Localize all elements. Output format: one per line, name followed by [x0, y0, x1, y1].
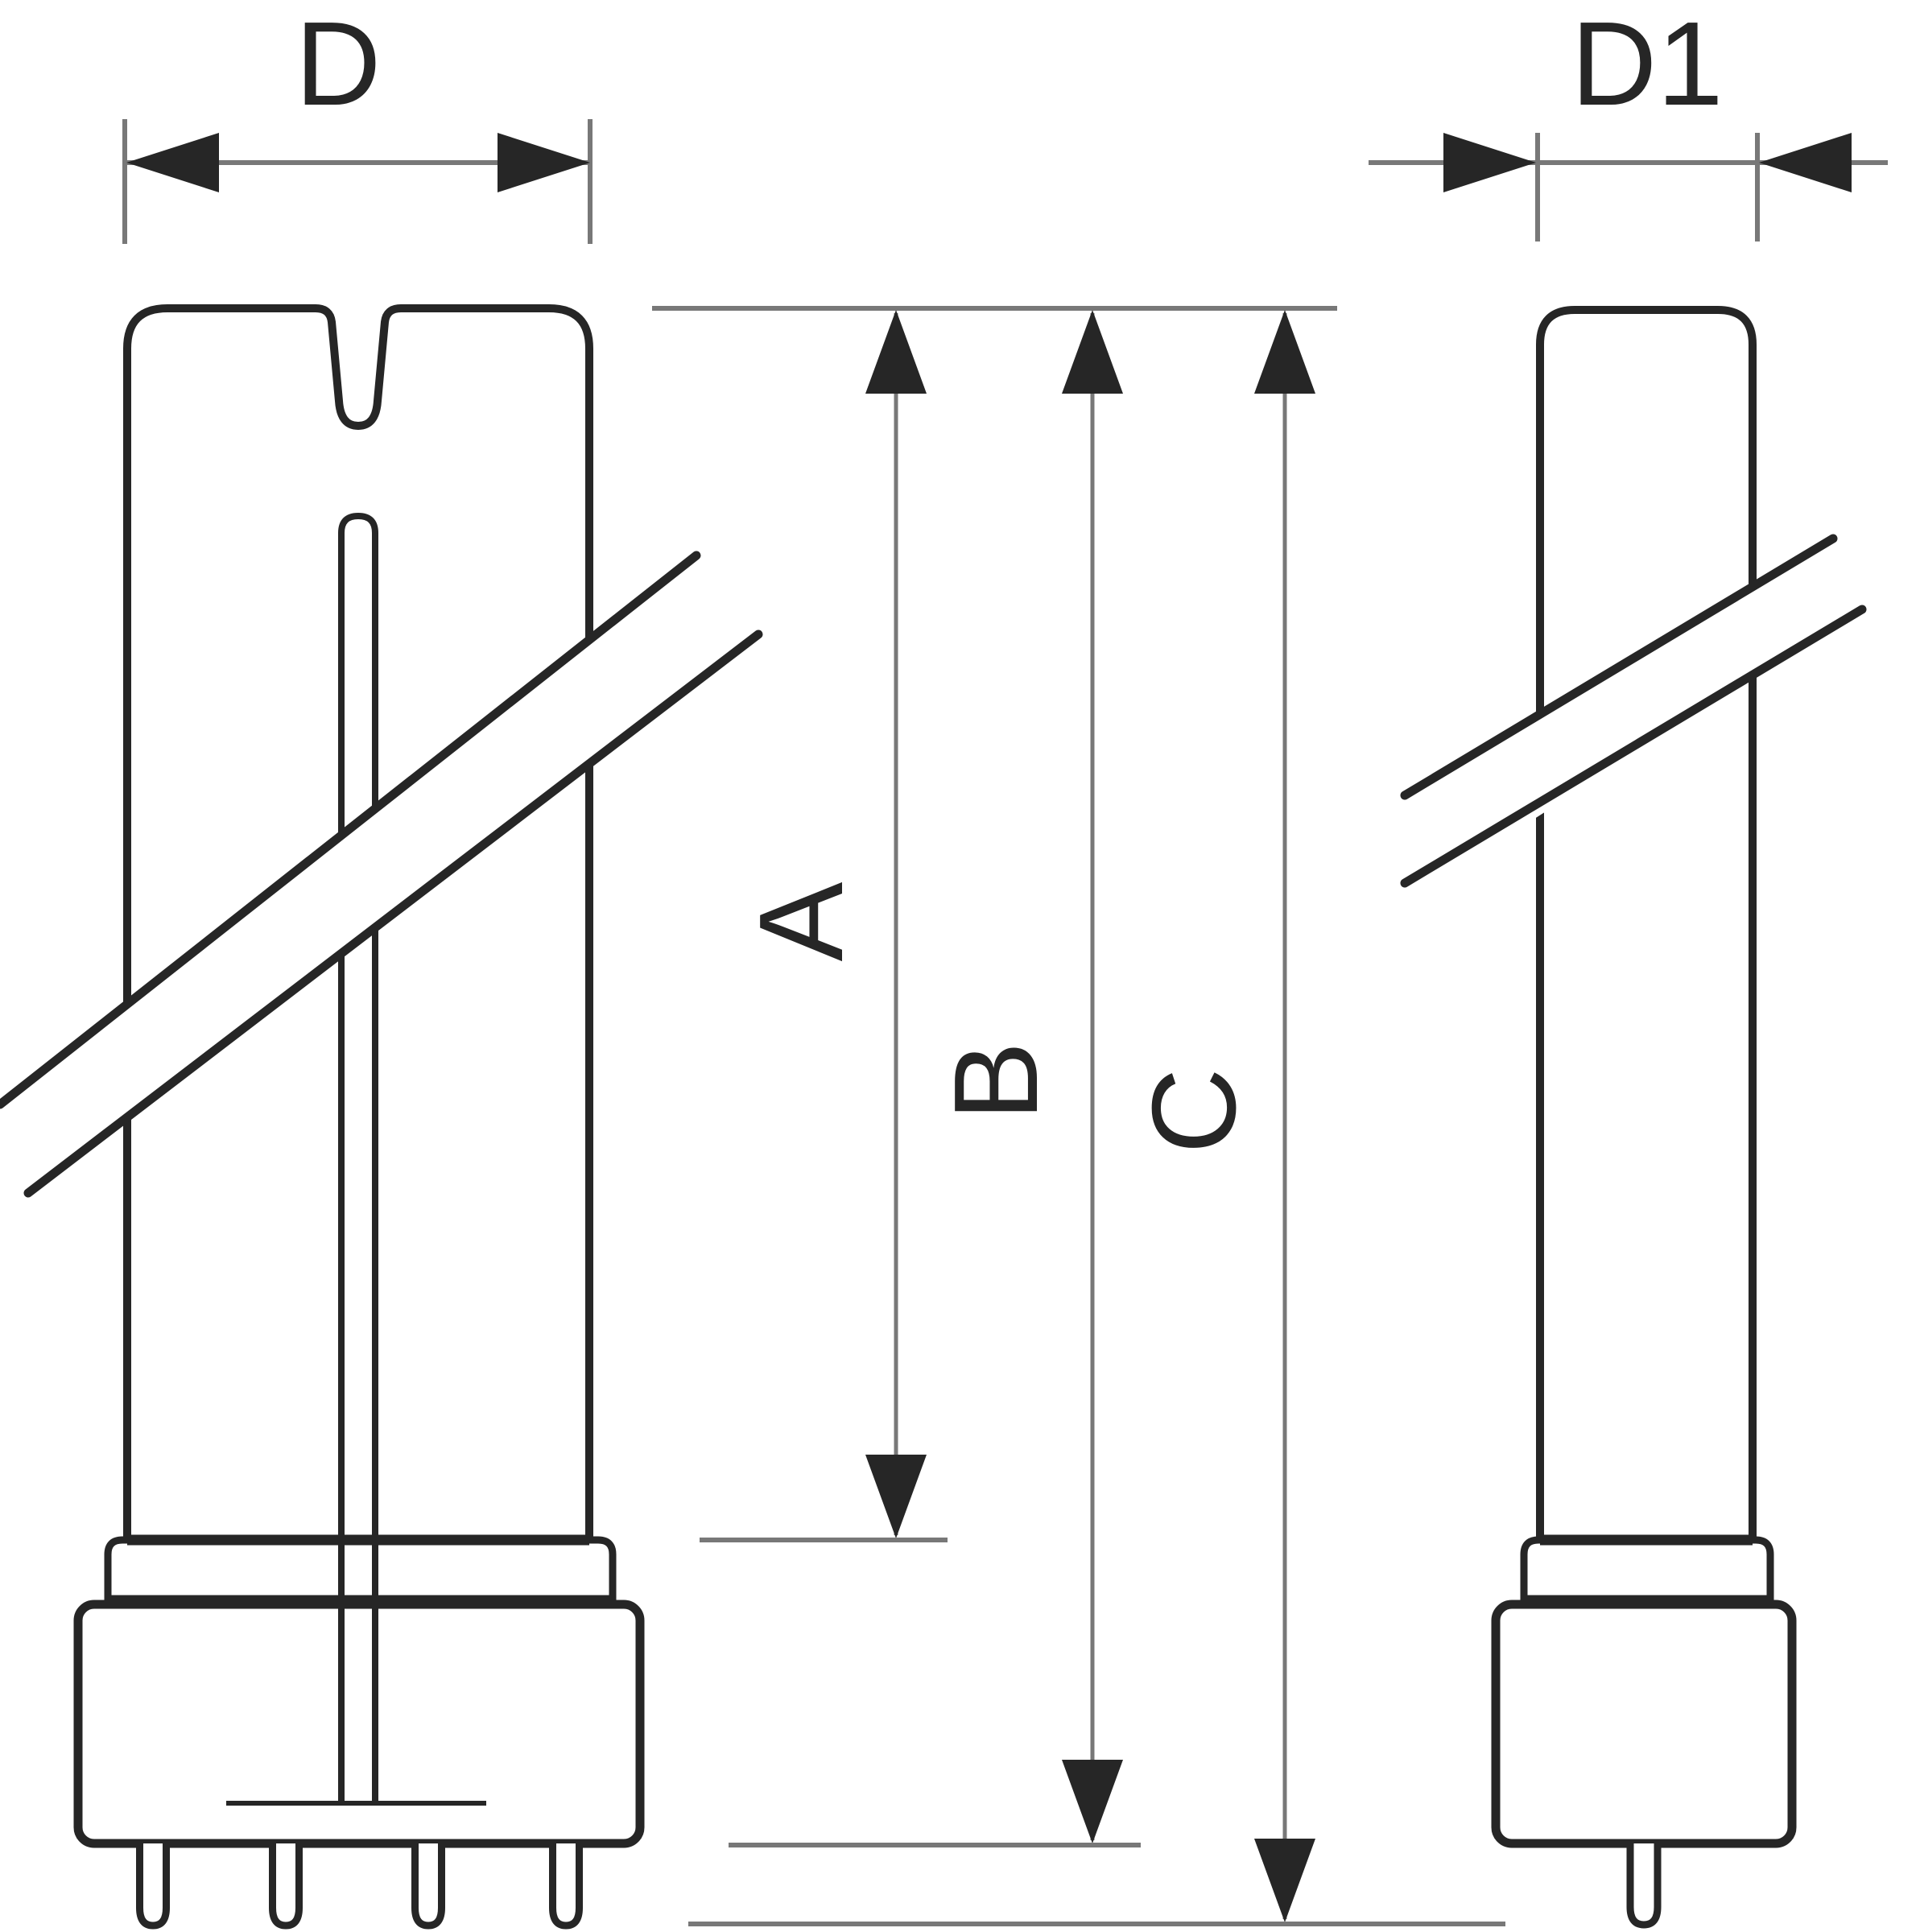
dimension-label: D1 [1571, 0, 1723, 130]
dimension-d: D [122, 0, 593, 244]
break-lines [1400, 534, 1867, 888]
base-pin [269, 1843, 303, 1930]
tube-outline [1536, 306, 1757, 1540]
dimension-label: D [295, 0, 382, 130]
tube-slot [338, 512, 378, 1802]
break-band [1405, 539, 1862, 883]
dimension-a: A [700, 310, 948, 1542]
arrowhead-up-icon [1254, 310, 1315, 394]
arrowhead-up-icon [1062, 310, 1123, 394]
arrowhead-left-icon [126, 133, 219, 192]
dimension-b: B [729, 310, 1141, 1847]
arrowhead-up-icon [865, 310, 927, 394]
base-collar [1520, 1536, 1774, 1603]
break-line [1400, 605, 1867, 888]
dimension-c: C [688, 310, 1505, 1926]
dimension-d1: D1 [1369, 0, 1888, 242]
base-pin [1626, 1843, 1662, 1929]
base-pins [136, 1843, 583, 1930]
arrowhead-down-icon [865, 1455, 927, 1538]
base-pin [549, 1843, 583, 1930]
arrowhead-right-icon [1443, 133, 1536, 192]
vertical-dimensions: A B C [652, 306, 1505, 1926]
arrowhead-down-icon [1254, 1839, 1315, 1922]
arrowhead-left-icon [1759, 133, 1852, 192]
break-line [1400, 534, 1838, 800]
dimension-label: C [1128, 1068, 1261, 1154]
base-collar [104, 1536, 617, 1603]
arrowhead-down-icon [1062, 1760, 1123, 1843]
base-pin [136, 1843, 170, 1930]
break-lines [0, 551, 763, 1198]
break-line [0, 551, 701, 1109]
break-line [23, 630, 763, 1198]
front-view [0, 304, 763, 1930]
arrowhead-right-icon [498, 133, 590, 192]
break-band [0, 555, 758, 1193]
base-cap [73, 1600, 645, 1848]
base-cap [1491, 1600, 1797, 1848]
dimension-label: A [735, 881, 868, 961]
side-view [1400, 306, 1867, 1929]
dimension-label: B [930, 1042, 1063, 1121]
base-pin [411, 1843, 445, 1930]
